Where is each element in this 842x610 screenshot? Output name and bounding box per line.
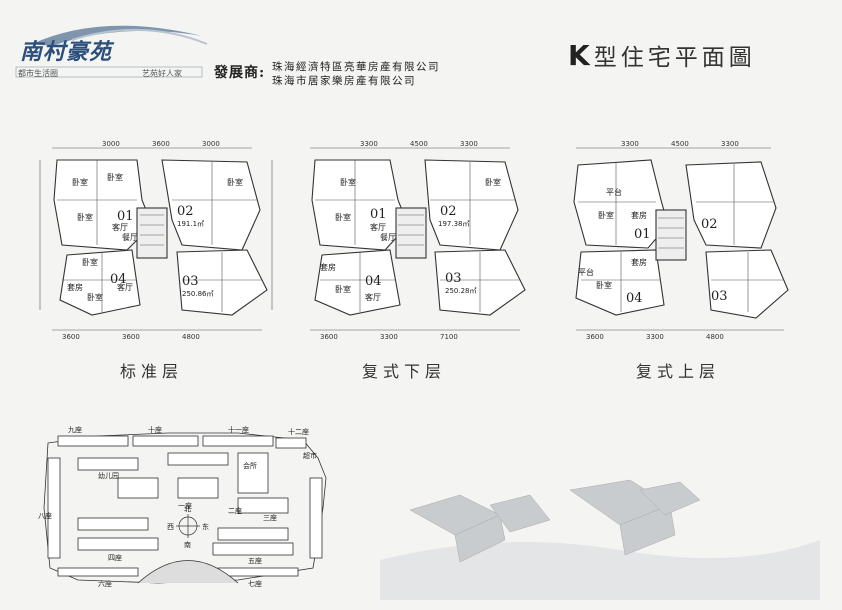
building-label: 八座 xyxy=(38,511,52,520)
unit-number: 02 xyxy=(177,204,194,219)
unit-number: 03 xyxy=(711,289,728,304)
room-label: 套房 xyxy=(67,282,83,292)
unit-area: 191.1㎡ xyxy=(177,220,204,228)
dim-bottom-2: 3300 xyxy=(646,333,664,340)
room-label: 卧室 xyxy=(335,284,351,294)
unit-number: 01 xyxy=(634,227,651,242)
unit-area: 250.28㎡ xyxy=(445,287,477,295)
unit-number: 04 xyxy=(110,272,127,287)
building-label: 九座 xyxy=(68,425,82,434)
room-label: 卧室 xyxy=(598,210,614,220)
developer-name-2: 珠海市居家樂房產有限公司 xyxy=(272,75,416,87)
page-title-prefix: K xyxy=(568,39,594,72)
building-label: 十座 xyxy=(148,425,162,434)
room-label: 卧室 xyxy=(596,280,612,290)
unit-number: 01 xyxy=(370,207,387,222)
plan-caption-standard: 标准层 xyxy=(120,362,184,381)
room-label: 套房 xyxy=(320,262,336,272)
compass-south: 南 xyxy=(184,540,191,549)
building-label: 幼儿园 xyxy=(98,471,119,480)
compass-east: 东 xyxy=(202,522,209,531)
room-label: 套房 xyxy=(631,257,647,267)
dim-top-2: 4500 xyxy=(671,140,689,148)
developer-name-1: 珠海經濟特區亮華房產有限公司 xyxy=(272,61,440,73)
unit-area: 197.38㎡ xyxy=(438,220,470,228)
dim-top-1: 3000 xyxy=(102,140,120,148)
room-label: 餐厅 xyxy=(122,233,138,242)
dim-top-2: 4500 xyxy=(410,140,428,148)
room-label: 卧室 xyxy=(335,212,351,222)
unit-number: 04 xyxy=(626,291,643,306)
building-label: 二座 xyxy=(228,506,242,515)
room-label: 客厅 xyxy=(365,292,381,302)
room-label: 卧室 xyxy=(82,257,98,267)
dim-bottom-1: 3600 xyxy=(320,333,338,340)
dim-top-1: 3300 xyxy=(621,140,639,148)
logo xyxy=(12,14,210,84)
dim-bottom-3: 4800 xyxy=(706,333,724,340)
unit-number: 01 xyxy=(117,209,134,224)
room-label: 客厅 xyxy=(370,222,386,232)
room-label: 套房 xyxy=(631,210,647,220)
page-title-text: 型住宅平面圖 xyxy=(593,45,756,71)
room-label: 卧室 xyxy=(72,177,88,187)
room-label: 平台 xyxy=(578,267,594,277)
building-label: 四座 xyxy=(108,553,122,562)
building-label: 十一座 xyxy=(228,425,249,434)
building-label: 会所 xyxy=(243,461,257,470)
room-label: 卧室 xyxy=(227,177,243,187)
room-label: 卧室 xyxy=(107,172,123,182)
floor-plan-duplex-upper: 3300 4500 3300 3600 3300 4800 平台 卧室 套房 平… xyxy=(573,140,789,340)
floor-plan-duplex-lower: 3300 4500 3300 3600 3300 7100 卧室 卧室 客厅 餐… xyxy=(310,140,526,340)
dim-top-1: 3300 xyxy=(360,140,378,148)
room-label: 平台 xyxy=(606,187,622,197)
building-label: 一座 xyxy=(178,501,192,510)
building-label: 七座 xyxy=(248,579,262,588)
unit-area: 250.86㎡ xyxy=(182,290,214,298)
page-title: K型住宅平面圖 xyxy=(568,38,756,72)
unit-number: 02 xyxy=(440,204,457,219)
dim-bottom-3: 7100 xyxy=(440,333,458,340)
compass-north: 北 xyxy=(184,505,191,513)
logo-subtitle-right: 艺苑好人家 xyxy=(142,69,182,78)
dim-bottom-3: 4800 xyxy=(182,333,200,340)
developer-label: 發展商: xyxy=(214,65,266,81)
dim-top-3: 3300 xyxy=(721,140,739,148)
dim-bottom-1: 3600 xyxy=(586,333,604,340)
building-label: 五座 xyxy=(248,556,262,565)
unit-number: 03 xyxy=(182,274,199,289)
plan-caption-duplex-lower: 复式下层 xyxy=(362,362,447,381)
unit-number: 04 xyxy=(365,274,382,289)
room-label: 客厅 xyxy=(117,282,133,292)
logo-swoosh-icon xyxy=(15,25,208,78)
room-label: 卧室 xyxy=(77,212,93,222)
logo-title: 南村豪苑 xyxy=(20,39,113,65)
site-plan: 九座 十座 十一座 十二座 超市 幼儿园 会所 一座 二座 三座 四座 五座 六… xyxy=(38,425,327,588)
building-label: 十二座 xyxy=(288,427,309,436)
building-label: 六座 xyxy=(98,579,112,588)
background-rendering xyxy=(380,479,820,600)
building-label: 三座 xyxy=(263,513,277,522)
plan-caption-duplex-upper: 复式上层 xyxy=(636,362,721,381)
dim-bottom-2: 3300 xyxy=(380,333,398,340)
floor-plan-standard: 3000 3600 3000 3600 3600 4800 卧室 卧室 卧室 客… xyxy=(39,140,273,340)
unit-number: 02 xyxy=(701,217,718,232)
dim-top-3: 3300 xyxy=(460,140,478,148)
room-label: 卧室 xyxy=(340,177,356,187)
room-label: 卧室 xyxy=(87,292,103,302)
unit-number: 03 xyxy=(445,271,462,286)
dim-top-2: 3600 xyxy=(152,140,170,148)
logo-subtitle-left: 都市生活圈 xyxy=(18,69,58,78)
dim-bottom-2: 3600 xyxy=(122,333,140,340)
compass-west: 西 xyxy=(167,523,174,531)
dim-bottom-1: 3600 xyxy=(62,333,80,340)
building-label: 超市 xyxy=(303,451,317,460)
room-label: 卧室 xyxy=(485,177,501,187)
room-label: 餐厅 xyxy=(380,233,396,242)
dim-top-3: 3000 xyxy=(202,140,220,148)
room-label: 客厅 xyxy=(112,222,128,232)
compass-icon: 北 南 东 西 xyxy=(167,505,209,549)
